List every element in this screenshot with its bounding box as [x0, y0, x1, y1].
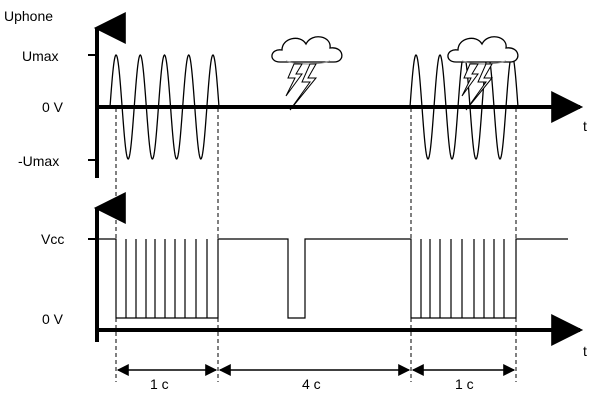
lightning-bolt-icon	[461, 63, 494, 111]
pulse-train-2	[420, 239, 505, 318]
pulse-train-1	[125, 239, 208, 318]
bottom-x-axis-label: t	[583, 343, 587, 359]
top-y-label-umax: Umax	[22, 48, 59, 64]
top-y-label-min: -Umax	[18, 153, 59, 169]
storm-cloud-icon	[447, 36, 519, 111]
top-x-axis-label: t	[583, 118, 587, 134]
storm-cloud-icon	[271, 36, 343, 111]
lightning-bolt-icon	[285, 63, 318, 111]
duration-label-last: 1 c	[455, 376, 474, 392]
bottom-plot: Vcc 0 V t	[41, 192, 587, 359]
signal-burst-1	[109, 54, 220, 160]
bottom-y-label-zero: 0 V	[42, 311, 64, 327]
top-y-axis-title: Uphone	[4, 8, 53, 24]
pulse-waveform	[97, 238, 568, 319]
top-plot: Uphone Umax 0 V -Umax t	[4, 8, 587, 178]
time-markers	[115, 108, 517, 382]
bottom-y-label-vcc: Vcc	[41, 231, 64, 247]
duration-label-first: 1 c	[150, 376, 169, 392]
top-y-label-zero: 0 V	[42, 99, 64, 115]
duration-arrows: 1 c 4 c 1 c	[116, 364, 516, 392]
duration-label-middle: 4 c	[302, 376, 321, 392]
